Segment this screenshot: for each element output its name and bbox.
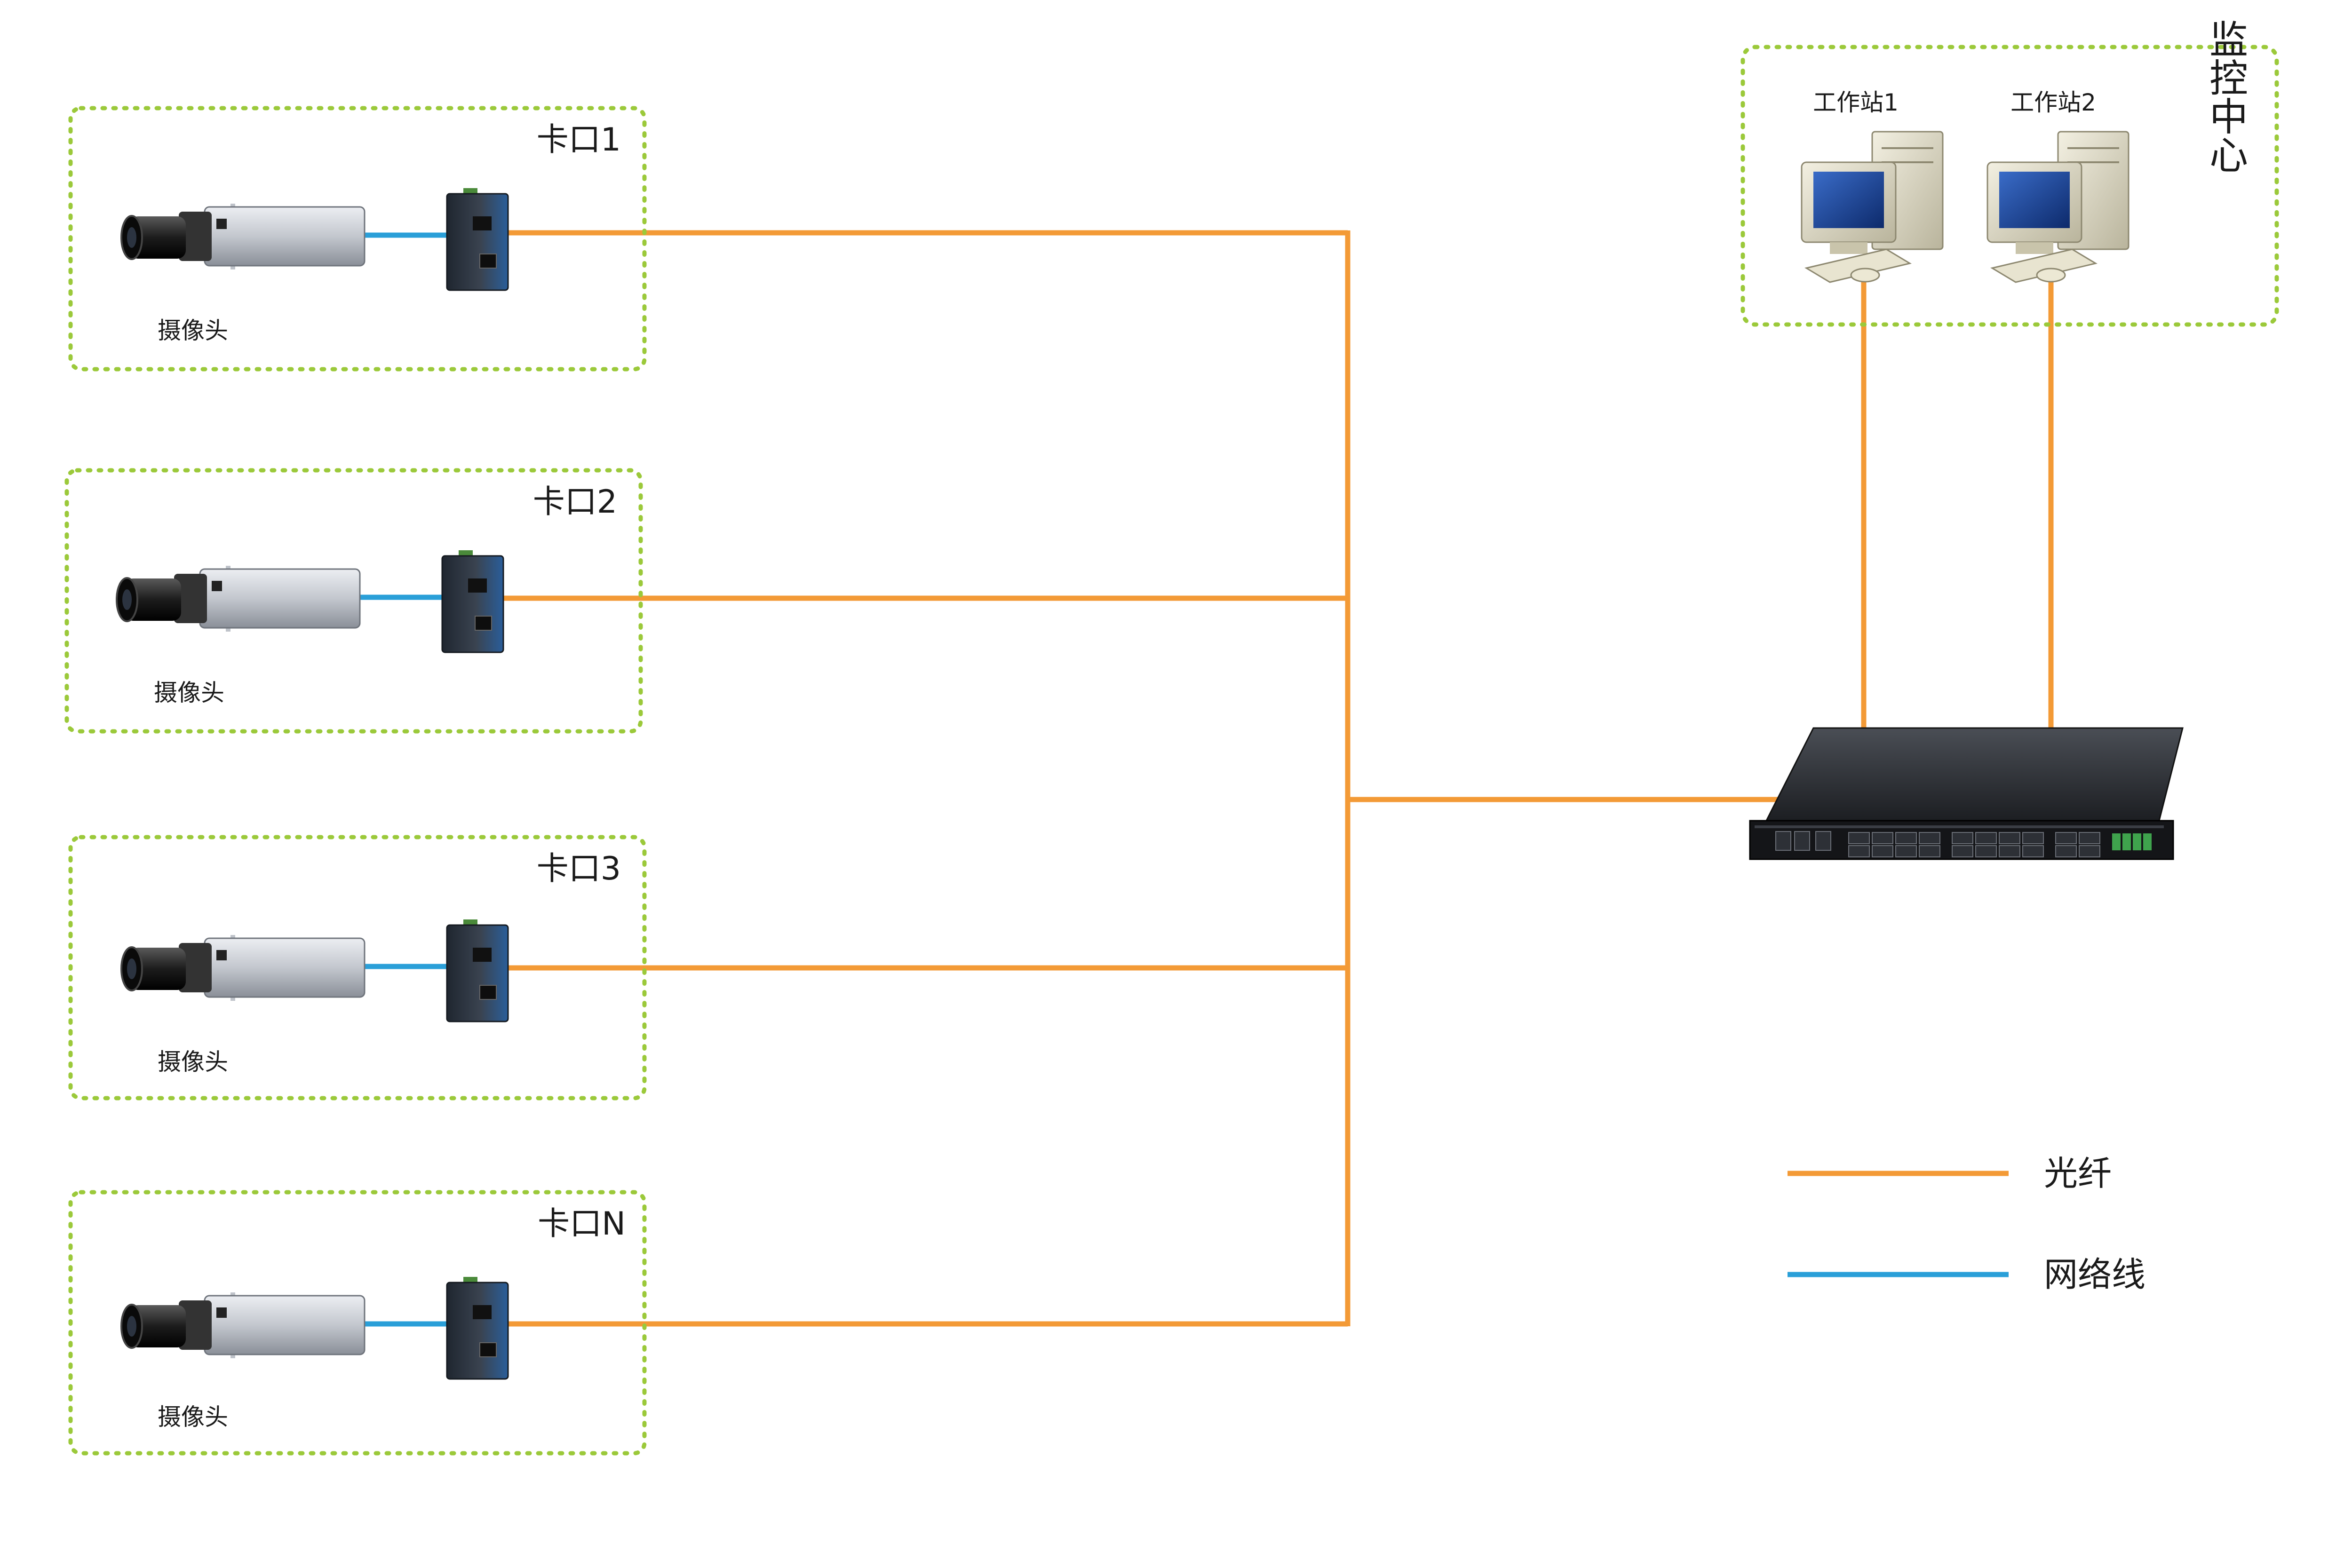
legend-label-network-cable: 网络线 [2044,1255,2145,1294]
camera-icon [120,1292,366,1358]
media-converter-icon [446,919,509,1022]
monitor-center-label: 监控中心 [2203,19,2248,174]
camera-label: 摄像头 [154,679,224,706]
checkpoint-label: 卡口2 [533,483,617,521]
workstation-computer-icon [1986,131,2130,283]
workstation-label-2: 工作站2 [2010,89,2096,116]
checkpoint-label: 卡口3 [537,850,621,887]
checkpoint-label: 卡口N [538,1205,626,1243]
workstation-label-1: 工作站1 [1813,89,1899,116]
camera-icon [120,204,366,269]
checkpoint-border [68,106,647,372]
camera-label: 摄像头 [158,1403,228,1431]
checkpoint-label: 卡口1 [537,121,621,158]
checkpoint-group-3: 卡口3 摄像头 [68,835,647,1101]
camera-label: 摄像头 [158,317,228,344]
checkpoint-group-1: 卡口1 摄像头 [68,106,647,372]
checkpoint-border [68,1190,647,1456]
checkpoint-border [64,468,643,734]
fiber-trunk [502,230,2054,1327]
checkpoint-border [68,835,647,1101]
media-converter-icon [446,188,509,291]
camera-label: 摄像头 [158,1048,228,1076]
camera-icon [116,566,361,632]
monitor-center-group: 监控中心 工作站1 工作站2 [1740,19,2279,327]
legend: 光纤 网络线 [1788,1154,2145,1294]
camera-icon [120,935,366,1001]
legend-label-fiber: 光纤 [2044,1154,2112,1193]
media-converter-icon [446,1277,509,1380]
workstation-computer-icon [1801,131,1944,283]
media-converter-icon [441,550,504,653]
checkpoint-group-n: 卡口N 摄像头 [68,1190,647,1456]
core-switch-icon [1749,727,2184,860]
checkpoint-group-2: 卡口2 摄像头 [64,468,643,734]
